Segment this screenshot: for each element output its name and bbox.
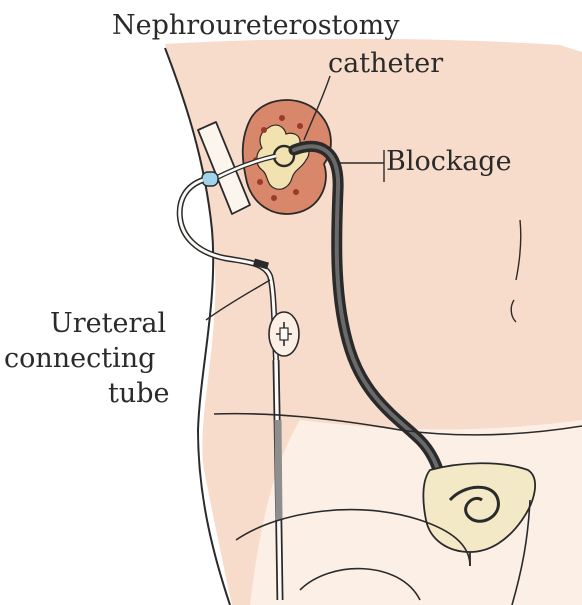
catheter-connector — [202, 172, 218, 186]
ureteral-label-line1: Ureteral — [50, 308, 166, 339]
drainage-fluid-segment — [278, 420, 279, 520]
ureteral-label-line3: tube — [108, 378, 170, 409]
nephroureterostomy-label-line2: catheter — [328, 48, 443, 79]
blockage-label: Blockage — [386, 146, 512, 177]
ureteral-label-line2: connecting — [4, 343, 155, 374]
torso-highlight — [250, 420, 582, 605]
nephroureterostomy-label-line1: Nephroureterostomy — [112, 10, 400, 41]
